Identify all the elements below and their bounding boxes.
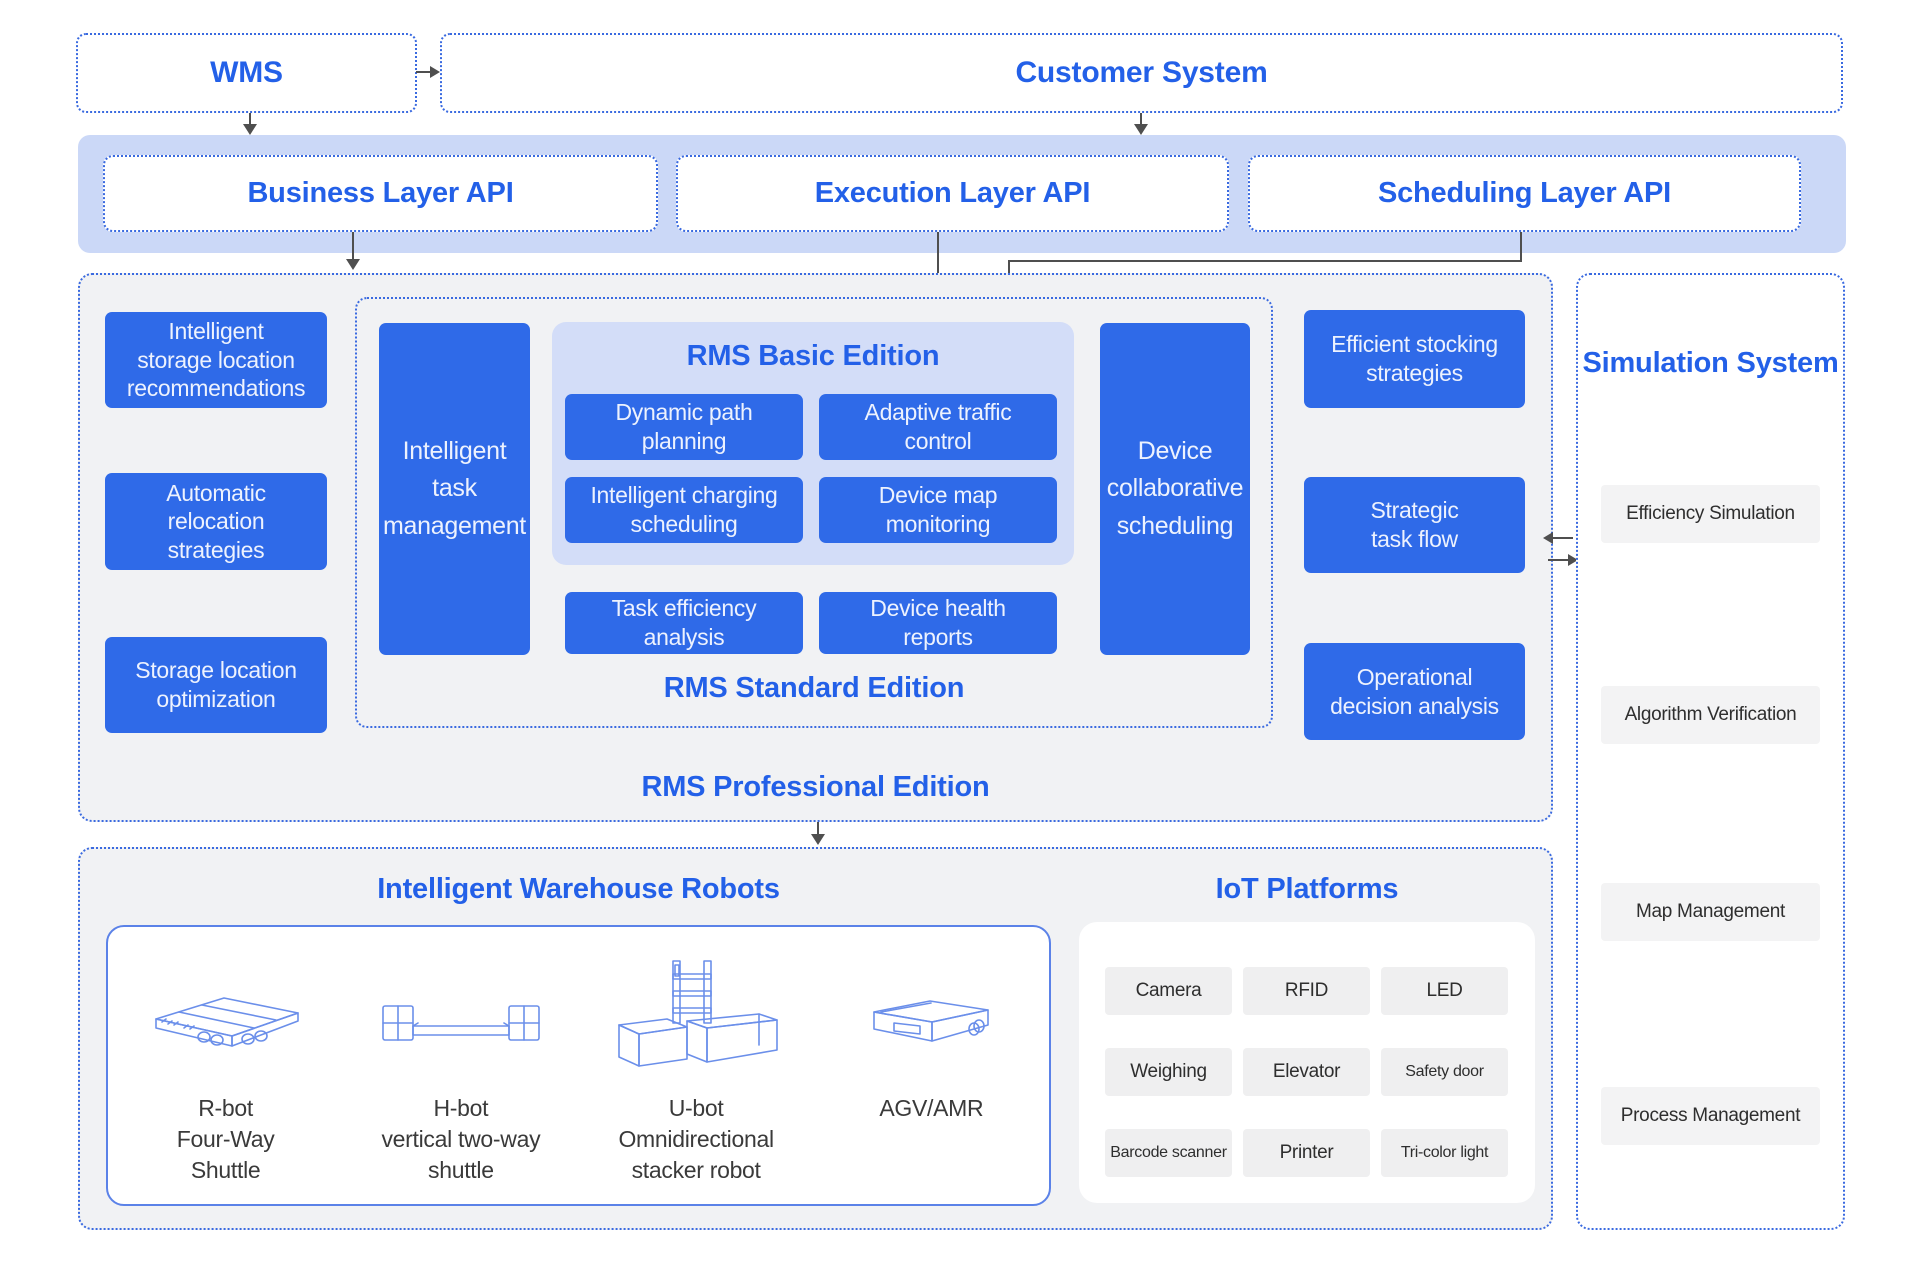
execution-layer-api-box: Execution Layer API <box>676 155 1229 232</box>
map-management-chip: Map Management <box>1601 883 1820 941</box>
professional-down-arrowhead-icon <box>811 834 825 845</box>
sim-exchange-right-line <box>1548 559 1569 561</box>
business-api-arrowhead-icon <box>346 259 360 270</box>
agv-label: AGV/AMR <box>879 1095 984 1121</box>
dynamic-path-box: Dynamic path planning <box>565 394 803 460</box>
execution-api-down-line <box>937 232 939 284</box>
automatic-relocation-box: Automatic relocation strategies <box>105 473 327 570</box>
warehouse-robots-title-wrap: Intelligent Warehouse Robots <box>106 868 1051 910</box>
rms-standard-title: RMS Standard Edition <box>663 671 965 704</box>
rbot-illustration-icon <box>142 955 310 1093</box>
business-layer-api-box: Business Layer API <box>103 155 658 232</box>
ubot-illustration-icon <box>611 943 781 1093</box>
strategic-task-flow-box: Strategic task flow <box>1304 477 1525 573</box>
task-efficiency-box: Task efficiency analysis <box>565 592 803 654</box>
rms-standard-box <box>355 297 1273 728</box>
task-management-box: Intelligent task management <box>379 323 530 655</box>
business-layer-api-label: Business Layer API <box>247 177 514 209</box>
efficient-stocking-box: Efficient stocking strategies <box>1304 310 1525 408</box>
wms-label: WMS <box>210 56 283 89</box>
wms-box: WMS <box>76 33 417 113</box>
algorithm-verification-chip: Algorithm Verification <box>1601 686 1820 744</box>
customer-system-box: Customer System <box>440 33 1843 113</box>
wms-to-customer-line <box>416 71 432 73</box>
sim-exchange-right-arrowhead-icon <box>1568 554 1578 566</box>
iot-panel: Camera RFID LED Weighing Elevator Safety… <box>1079 922 1535 1203</box>
iot-chip-led: LED <box>1381 967 1508 1015</box>
rms-professional-title-wrap: RMS Professional Edition <box>78 766 1553 808</box>
robot-cell: R-bot Four-Way Shuttle <box>108 927 343 1204</box>
customer-down-line <box>1140 113 1142 125</box>
scheduling-layer-api-box: Scheduling Layer API <box>1248 155 1801 232</box>
iot-chip-barcode-scanner: Barcode scanner <box>1105 1129 1232 1177</box>
customer-system-label: Customer System <box>1015 56 1268 89</box>
ubot-label: U-bot Omnidirectional stacker robot <box>618 1095 774 1184</box>
rms-standard-title-wrap: RMS Standard Edition <box>355 668 1273 708</box>
rbot-label: R-bot Four-Way Shuttle <box>176 1095 275 1184</box>
simulation-system-box <box>1576 273 1845 1230</box>
device-collaborative-box: Device collaborative scheduling <box>1100 323 1250 655</box>
iot-platforms-title: IoT Platforms <box>1215 872 1399 905</box>
storage-optimization-box: Storage location optimization <box>105 637 327 733</box>
robot-cell: U-bot Omnidirectional stacker robot <box>579 927 814 1204</box>
rms-basic-title-wrap: RMS Basic Edition <box>552 336 1074 376</box>
device-map-box: Device map monitoring <box>819 477 1057 543</box>
hbot-illustration-icon <box>381 955 541 1093</box>
customer-down-arrowhead-icon <box>1134 124 1148 135</box>
simulation-title-wrap: Simulation System <box>1576 342 1845 384</box>
iot-chip-tricolor-light: Tri-color light <box>1381 1129 1508 1177</box>
scheduling-api-elbow-v1 <box>1520 232 1522 262</box>
scheduling-layer-api-label: Scheduling Layer API <box>1377 177 1672 209</box>
efficiency-simulation-chip: Efficiency Simulation <box>1601 485 1820 543</box>
adaptive-traffic-box: Adaptive traffic control <box>819 394 1057 460</box>
iot-chip-weighing: Weighing <box>1105 1048 1232 1096</box>
warehouse-robots-title: Intelligent Warehouse Robots <box>377 872 780 905</box>
robot-cell: AGV/AMR <box>814 927 1049 1204</box>
rms-basic-title: RMS Basic Edition <box>686 339 940 372</box>
wms-down-line <box>249 113 251 125</box>
iot-chip-safety-door: Safety door <box>1381 1048 1508 1096</box>
sim-exchange-left-arrowhead-icon <box>1543 532 1553 544</box>
wms-down-arrowhead-icon <box>243 124 257 135</box>
robots-panel: R-bot Four-Way Shuttle H-bot vertical tw… <box>106 925 1051 1206</box>
hbot-label: H-bot vertical two-way shuttle <box>381 1095 541 1184</box>
execution-layer-api-label: Execution Layer API <box>814 177 1091 209</box>
iot-chip-printer: Printer <box>1243 1129 1370 1177</box>
iot-platforms-title-wrap: IoT Platforms <box>1079 868 1535 910</box>
business-api-down-line <box>352 232 354 260</box>
simulation-title: Simulation System <box>1582 346 1839 379</box>
wms-to-customer-arrowhead-icon <box>430 66 440 78</box>
robot-cell: H-bot vertical two-way shuttle <box>343 927 578 1204</box>
iot-chip-elevator: Elevator <box>1243 1048 1370 1096</box>
sim-exchange-left-line <box>1552 537 1573 539</box>
rms-professional-title: RMS Professional Edition <box>641 770 990 803</box>
iot-chip-rfid: RFID <box>1243 967 1370 1015</box>
charging-scheduling-box: Intelligent charging scheduling <box>565 477 803 543</box>
iot-chip-camera: Camera <box>1105 967 1232 1015</box>
operational-decision-box: Operational decision analysis <box>1304 643 1525 740</box>
scheduling-api-elbow-h <box>1008 260 1522 262</box>
professional-down-line <box>817 822 819 835</box>
storage-recommendations-box: Intelligent storage location recommendat… <box>105 312 327 408</box>
iot-grid: Camera RFID LED Weighing Elevator Safety… <box>1105 967 1508 1177</box>
agv-illustration-icon <box>866 955 996 1093</box>
process-management-chip: Process Management <box>1601 1087 1820 1145</box>
device-health-box: Device health reports <box>819 592 1057 654</box>
